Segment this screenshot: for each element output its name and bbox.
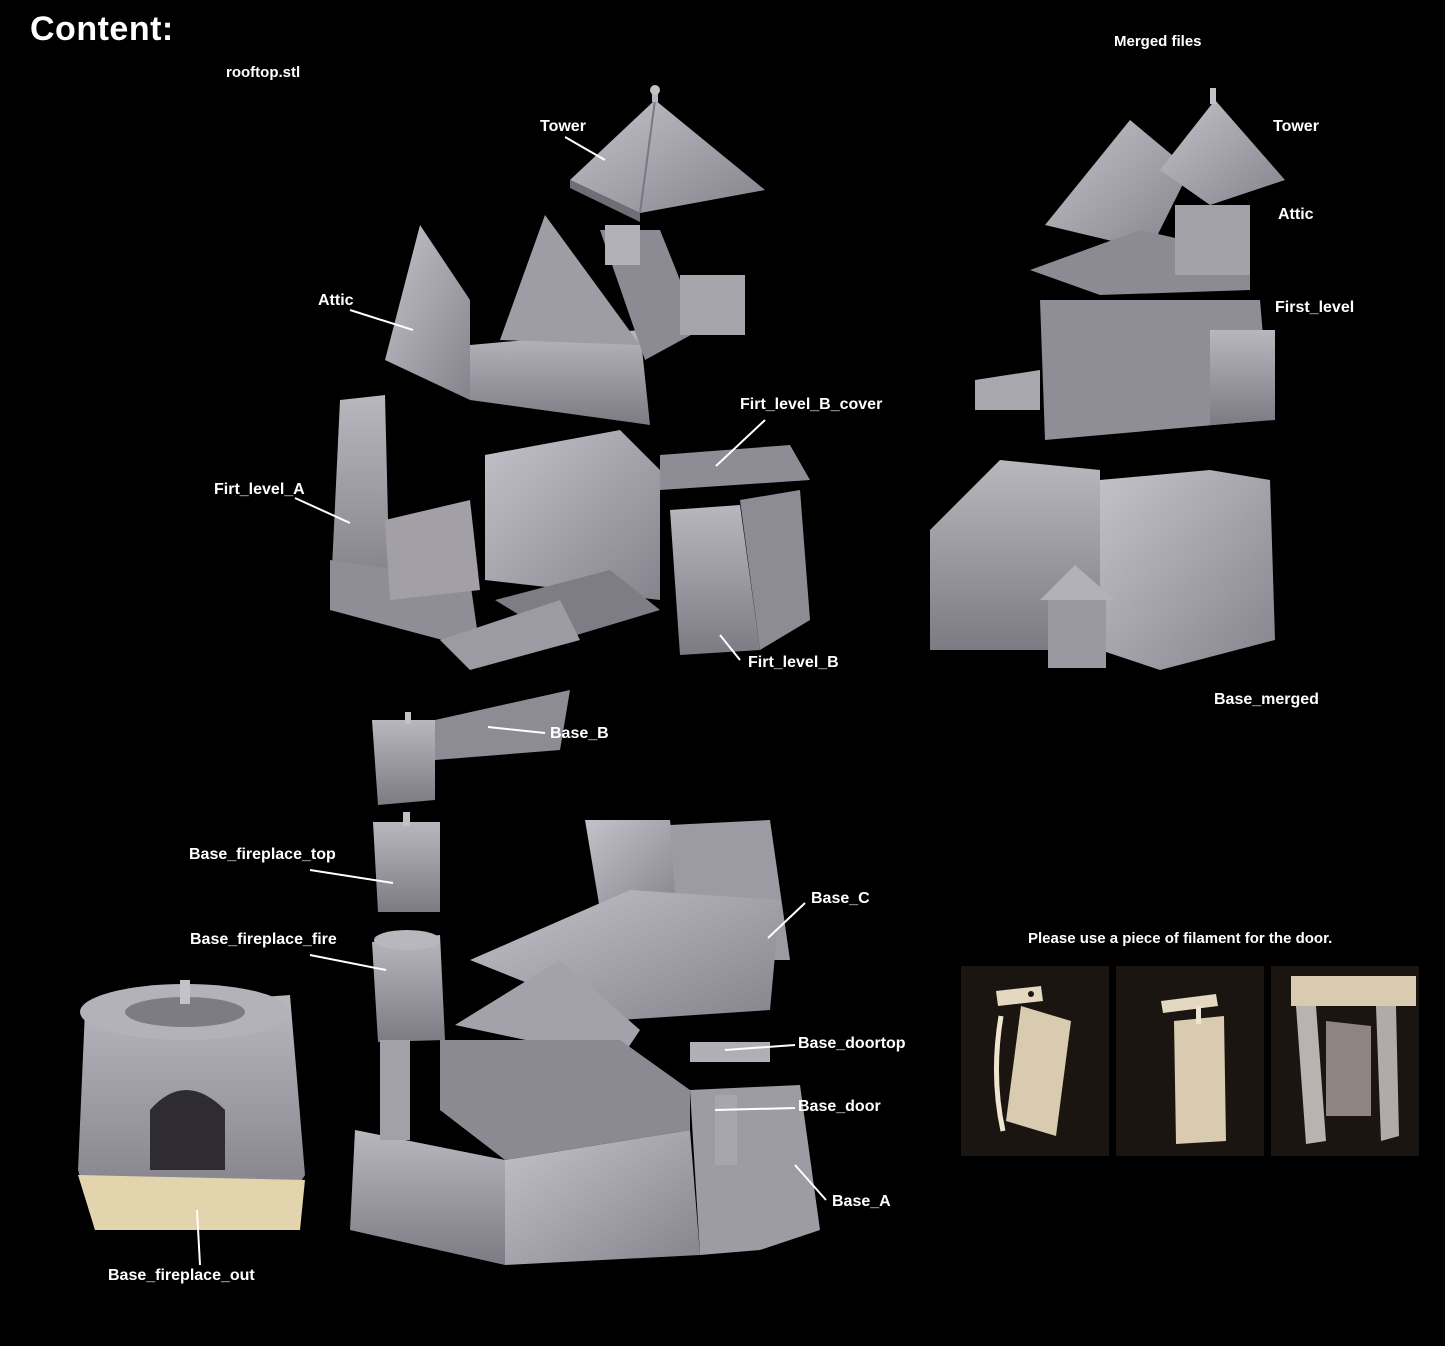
base-b-model: [372, 690, 570, 805]
base-fireplace-out-label: Base_fireplace_out: [108, 1267, 255, 1284]
base-fireplace-out-model: [78, 980, 305, 1230]
base-c-model: [455, 820, 790, 1060]
firt-level-b-label: Firt_level_B: [748, 654, 839, 671]
merged-attic-label: Attic: [1278, 206, 1314, 223]
firt-level-a-label: Firt_level_A: [214, 481, 305, 498]
base-b-label: Base_B: [550, 725, 609, 742]
base-doortop-label: Base_doortop: [798, 1035, 906, 1052]
merged-tower-label: Tower: [1273, 118, 1319, 135]
door-photo-assembled: [1116, 966, 1264, 1156]
base-fireplace-top-model: [373, 812, 440, 912]
base-fireplace-top-label: Base_fireplace_top: [189, 846, 336, 863]
door-parts-graphic: [961, 966, 1109, 1156]
tower-roof-model: [570, 85, 765, 222]
door-note: Please use a piece of filament for the d…: [1028, 930, 1333, 947]
base-door-label: Base_door: [798, 1098, 881, 1115]
merged-base-label: Base_merged: [1214, 691, 1319, 708]
page-heading: Content:: [30, 10, 174, 48]
door-installed-graphic: [1271, 966, 1419, 1156]
merged-files-heading: Merged files: [1114, 33, 1202, 50]
base-fireplace-fire-label: Base_fireplace_fire: [190, 931, 337, 948]
attic-label: Attic: [318, 292, 354, 309]
door-photo-installed: [1271, 966, 1419, 1156]
base-a-label: Base_A: [832, 1193, 891, 1210]
merged-model: [930, 88, 1285, 670]
door-assembled-graphic: [1116, 966, 1264, 1156]
base-c-label: Base_C: [811, 890, 870, 907]
base-fireplace-fire-model: [372, 930, 445, 1042]
rooftop-file-label: rooftop.stl: [226, 64, 301, 81]
first-level-model: [330, 395, 810, 670]
door-photo-parts: [961, 966, 1109, 1156]
merged-first-level-label: First_level: [1275, 299, 1355, 316]
firt-level-b-cover-label: Firt_level_B_cover: [740, 396, 883, 413]
base-a-model: [350, 1040, 820, 1265]
attic-model: [385, 215, 745, 425]
tower-label: Tower: [540, 118, 586, 135]
